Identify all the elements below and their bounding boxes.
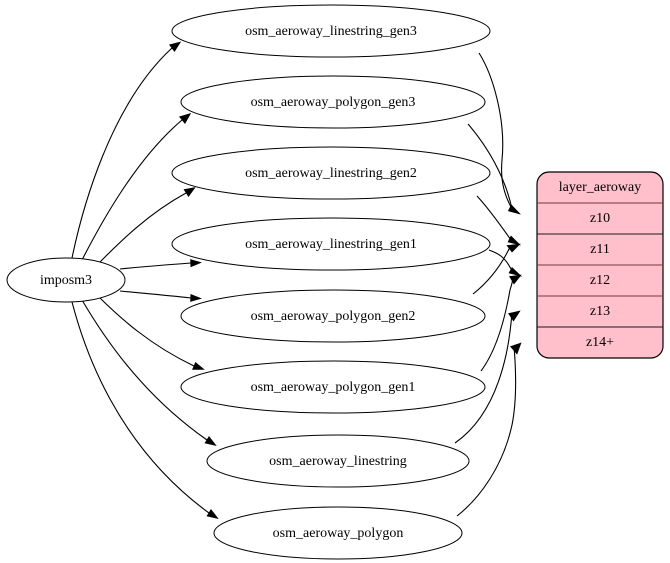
node-osm_aeroway_polygon-shape[interactable] — [213, 506, 463, 560]
node-osm_aeroway_polygon_gen3[interactable]: osm_aeroway_polygon_gen3 — [180, 75, 486, 129]
node-osm_aeroway_linestring_gen3-shape[interactable] — [171, 4, 491, 58]
node-osm_aeroway_linestring-shape[interactable] — [206, 434, 470, 488]
table-row-z14plus[interactable]: z14+ — [586, 335, 614, 350]
edge-osm_aeroway_polygon_gen2-to-z11 — [472, 243, 521, 295]
edge-imposm3-to-osm_aeroway_polygon_gen3 — [81, 113, 192, 261]
edge-imposm3-to-osm_aeroway_polygon — [71, 301, 219, 519]
node-osm_aeroway_polygon_gen3-label: osm_aeroway_polygon_gen3 — [251, 95, 416, 110]
edge-osm_aeroway_linestring_gen3-to-z10 — [478, 52, 521, 215]
node-osm_aeroway_linestring_gen3-label: osm_aeroway_linestring_gen3 — [245, 24, 417, 39]
node-imposm3[interactable]: imposm3 — [6, 257, 126, 303]
node-osm_aeroway_linestring_gen2-label: osm_aeroway_linestring_gen2 — [245, 166, 417, 181]
table-row-z11[interactable]: z11 — [590, 242, 610, 257]
edge-imposm3-to-osm_aeroway_polygon_gen2 — [119, 290, 202, 302]
table-row-z12[interactable]: z12 — [590, 273, 610, 288]
node-osm_aeroway_linestring_gen1-label: osm_aeroway_linestring_gen1 — [245, 237, 417, 252]
node-osm_aeroway_polygon_gen2-label: osm_aeroway_polygon_gen2 — [251, 309, 416, 324]
edge-osm_aeroway_polygon_gen1-to-z12 — [480, 274, 522, 372]
node-osm_aeroway_polygon_gen2-shape[interactable] — [180, 289, 486, 343]
node-osm_aeroway_polygon_gen1-shape[interactable] — [180, 360, 486, 414]
node-osm_aeroway_polygon_gen3-shape[interactable] — [180, 75, 486, 129]
node-imposm3-shape[interactable] — [6, 257, 126, 303]
node-osm_aeroway_polygon[interactable]: osm_aeroway_polygon — [213, 506, 463, 560]
table-header-label: layer_aeroway — [559, 180, 641, 195]
node-osm_aeroway_linestring-label: osm_aeroway_linestring — [269, 454, 407, 469]
edge-imposm3-to-osm_aeroway_polygon_gen1 — [97, 295, 205, 370]
table-row-z10[interactable]: z10 — [590, 211, 610, 226]
edge-osm_aeroway_linestring-to-z13 — [454, 310, 521, 444]
edge-osm_aeroway_linestring_gen1-to-z12 — [488, 249, 523, 277]
node-osm_aeroway_linestring[interactable]: osm_aeroway_linestring — [206, 434, 470, 488]
edge-osm_aeroway_polygon-to-z14plus — [456, 342, 522, 517]
node-osm_aeroway_polygon-label: osm_aeroway_polygon — [273, 526, 404, 541]
node-osm_aeroway_polygon_gen1-label: osm_aeroway_polygon_gen1 — [251, 380, 416, 395]
node-osm_aeroway_polygon_gen1[interactable]: osm_aeroway_polygon_gen1 — [180, 360, 486, 414]
node-imposm3-label: imposm3 — [40, 273, 92, 288]
node-osm_aeroway_linestring_gen3[interactable]: osm_aeroway_linestring_gen3 — [171, 4, 491, 58]
edge-imposm3-to-osm_aeroway_linestring_gen3 — [71, 41, 182, 259]
table-row-z13[interactable]: z13 — [590, 304, 610, 319]
edge-imposm3-to-osm_aeroway_linestring_gen2 — [97, 187, 196, 265]
node-osm_aeroway_polygon_gen2[interactable]: osm_aeroway_polygon_gen2 — [180, 289, 486, 343]
node-osm_aeroway_linestring_gen2-shape[interactable] — [171, 146, 491, 200]
edge-osm_aeroway_polygon_gen3-to-z10 — [467, 123, 521, 215]
node-osm_aeroway_linestring_gen1-shape[interactable] — [171, 217, 491, 271]
edge-imposm3-to-osm_aeroway_linestring — [81, 299, 217, 446]
node-osm_aeroway_linestring_gen1[interactable]: osm_aeroway_linestring_gen1 — [171, 217, 491, 271]
node-layer_aeroway-table[interactable]: layer_aeroway z10 z11 z12 z13 z14+ — [536, 171, 664, 359]
node-osm_aeroway_linestring_gen2[interactable]: osm_aeroway_linestring_gen2 — [171, 146, 491, 200]
edges-nodes-to-table — [454, 52, 523, 517]
edge-osm_aeroway_linestring_gen2-to-z11 — [476, 195, 521, 246]
edges-source-to-nodes — [71, 41, 219, 519]
edge-imposm3-to-osm_aeroway_linestring_gen1 — [119, 259, 202, 270]
